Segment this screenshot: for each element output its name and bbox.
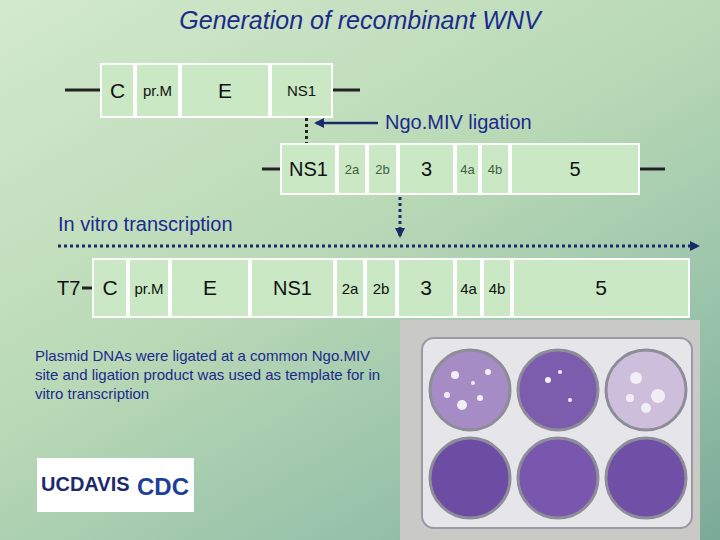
plaques (444, 369, 665, 413)
segment-label: 5 (595, 276, 607, 300)
gene-segment: 4a (455, 258, 482, 318)
plasmid-line (333, 89, 360, 92)
segment-label: pr.M (134, 280, 163, 297)
gene-segment: 3 (398, 143, 455, 195)
logo-text: CDC (132, 458, 194, 512)
ligation-connector (305, 118, 308, 143)
segment-label: NS1 (289, 158, 328, 181)
gene-segment: pr.M (135, 63, 180, 118)
dotted-arrow (399, 197, 402, 236)
ligation-pointer (316, 122, 378, 125)
segment-label: 5 (569, 158, 580, 181)
gene-segment: 5 (510, 143, 640, 195)
gene-segment: 4b (480, 143, 510, 195)
plaque-well (518, 350, 598, 430)
plasmid-line (262, 168, 280, 171)
logo-text: UCDAVIS (37, 458, 134, 512)
gene-segment: NS1 (250, 258, 335, 318)
segment-label: 3 (420, 276, 432, 300)
gene-segment: NS1 (280, 143, 337, 195)
plaque-well (518, 438, 598, 518)
plasmid-line (65, 89, 100, 92)
slide-title: Generation of recombinant WNV (0, 6, 720, 35)
gene-segment: C (92, 258, 128, 318)
segment-label: 4b (488, 162, 502, 177)
gene-segment: E (180, 63, 270, 118)
note-text: Plasmid DNAs were ligated at a common Ng… (35, 347, 385, 403)
segment-label: 4a (460, 280, 477, 297)
gene-segment: 2a (335, 258, 365, 318)
annotation-label: Ngo.MIV ligation (385, 110, 532, 135)
segment-label: 2b (375, 162, 389, 177)
culture-plate (422, 338, 692, 528)
plaque-well (430, 438, 510, 518)
segment-label: E (203, 276, 217, 300)
segment-label: C (102, 276, 117, 300)
segment-label: C (110, 79, 125, 103)
photo-ground (400, 320, 700, 540)
gene-segment: pr.M (128, 258, 170, 318)
plaque-well (606, 350, 686, 430)
segment-label: NS1 (273, 277, 312, 300)
segment-label: 4a (460, 162, 474, 177)
gene-segment: 2b (365, 258, 397, 318)
gene-segment: 2b (367, 143, 398, 195)
gene-segment: NS1 (270, 63, 333, 118)
annotation-label: In vitro transcription (58, 212, 233, 237)
gene-segment: 4b (482, 258, 512, 318)
gene-segment: 3 (397, 258, 455, 318)
segment-label: 3 (421, 158, 432, 181)
gene-segment: 2a (337, 143, 367, 195)
gene-segment: C (100, 63, 135, 118)
segment-label: E (218, 79, 232, 103)
transcription-arrow (58, 245, 698, 248)
gene-segment: E (170, 258, 250, 318)
gene-segment: 4a (455, 143, 480, 195)
segment-label: 2a (342, 280, 359, 297)
segment-label: NS1 (287, 82, 316, 99)
segment-label: pr.M (143, 82, 172, 99)
template-line (82, 287, 92, 290)
segment-label: 2b (373, 280, 390, 297)
segment-label: 2a (345, 162, 359, 177)
plasmid-line (640, 168, 665, 171)
plaque-well (606, 438, 686, 518)
annotation-label: T7 (57, 276, 80, 301)
gene-segment: 5 (512, 258, 690, 318)
segment-label: 4b (489, 280, 506, 297)
plaque-well (430, 350, 510, 430)
